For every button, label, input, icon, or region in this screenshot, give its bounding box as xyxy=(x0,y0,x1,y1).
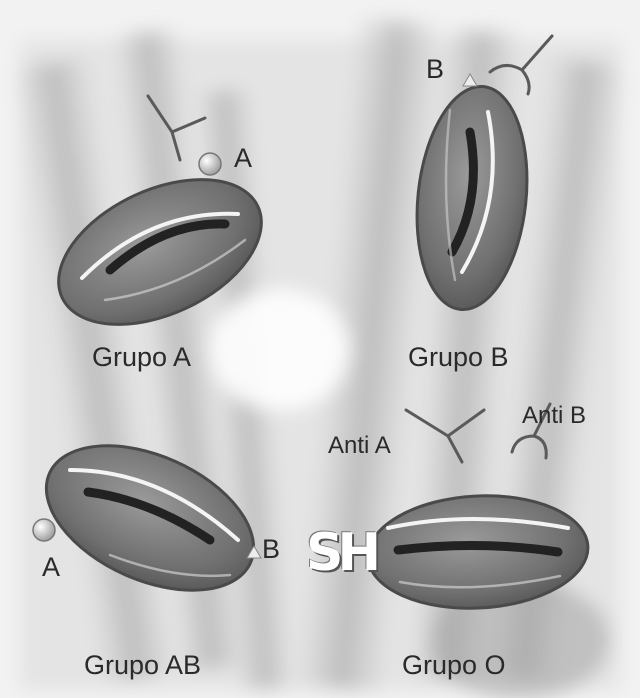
group-ab-label: Grupo AB xyxy=(84,652,201,679)
antigen-a-label: A xyxy=(42,554,60,581)
antigen-a-icon xyxy=(33,519,55,541)
antigen-a-label: A xyxy=(234,145,252,172)
group-b-label: Grupo B xyxy=(408,344,509,371)
anti-a-label: Anti A xyxy=(328,434,391,458)
anti-b-label: Anti B xyxy=(522,404,586,428)
antigen-b-label: B xyxy=(426,56,444,83)
antigen-b-label: B xyxy=(262,536,280,563)
group-a-label: Grupo A xyxy=(92,344,191,371)
watermark-logo: SH xyxy=(306,527,375,579)
antigen-a-icon xyxy=(199,153,221,175)
group-o-label: Grupo O xyxy=(402,652,506,679)
